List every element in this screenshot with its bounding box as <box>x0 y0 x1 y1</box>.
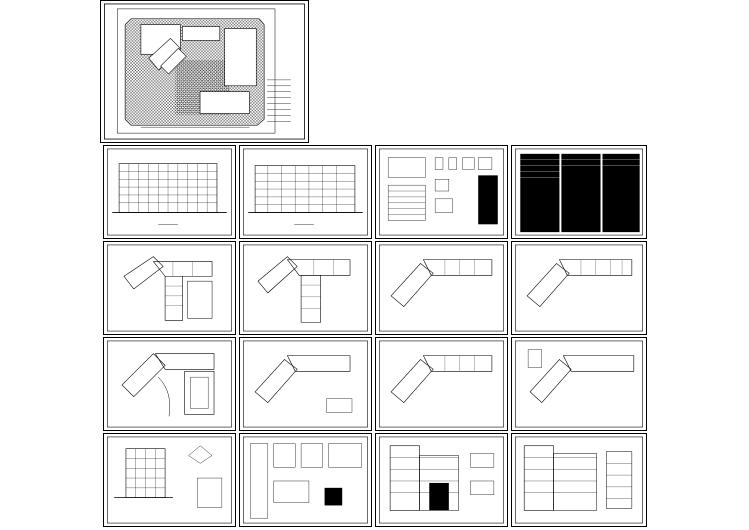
design-notes-drawing <box>515 148 643 236</box>
floor-plan-6-drawing <box>243 340 368 428</box>
sheet-floor-plan-1[interactable] <box>103 241 236 335</box>
sheet-floor-plan-3[interactable] <box>375 241 508 335</box>
floor-plan-7-drawing <box>379 340 504 428</box>
sheet-floor-plan-4[interactable] <box>511 241 647 335</box>
sheet-floor-plan-5[interactable] <box>103 337 236 431</box>
sheet-floor-plan-7[interactable] <box>375 337 508 431</box>
floor-plan-1-drawing <box>107 244 232 332</box>
floor-plan-4-drawing <box>515 244 643 332</box>
floor-plan-2-drawing <box>243 244 368 332</box>
elevation-rear-drawing <box>243 148 368 236</box>
sheet-section-1[interactable] <box>375 433 508 527</box>
sheet-elevation-rear[interactable] <box>239 145 372 239</box>
floor-plan-5-drawing <box>107 340 232 428</box>
sheet-site-plan[interactable] <box>100 0 309 143</box>
sheet-side-elevation[interactable] <box>103 433 236 527</box>
side-elevation-drawing <box>107 436 232 524</box>
site-plan-drawing <box>104 3 305 140</box>
sheet-section-2[interactable] <box>511 433 647 527</box>
section-2-drawing <box>515 436 643 524</box>
details-drawing <box>379 148 504 236</box>
sheet-floor-plan-8[interactable] <box>511 337 647 431</box>
sheet-section-details[interactable] <box>239 433 372 527</box>
section-1-drawing <box>379 436 504 524</box>
section-details-drawing <box>243 436 368 524</box>
floor-plan-8-drawing <box>515 340 643 428</box>
sheet-elevation-front[interactable] <box>103 145 236 239</box>
sheet-floor-plan-2[interactable] <box>239 241 372 335</box>
sheet-details-doors-windows[interactable] <box>375 145 508 239</box>
sheet-design-notes[interactable] <box>511 145 647 239</box>
sheet-floor-plan-6[interactable] <box>239 337 372 431</box>
floor-plan-3-drawing <box>379 244 504 332</box>
elevation-front-drawing <box>107 148 232 236</box>
